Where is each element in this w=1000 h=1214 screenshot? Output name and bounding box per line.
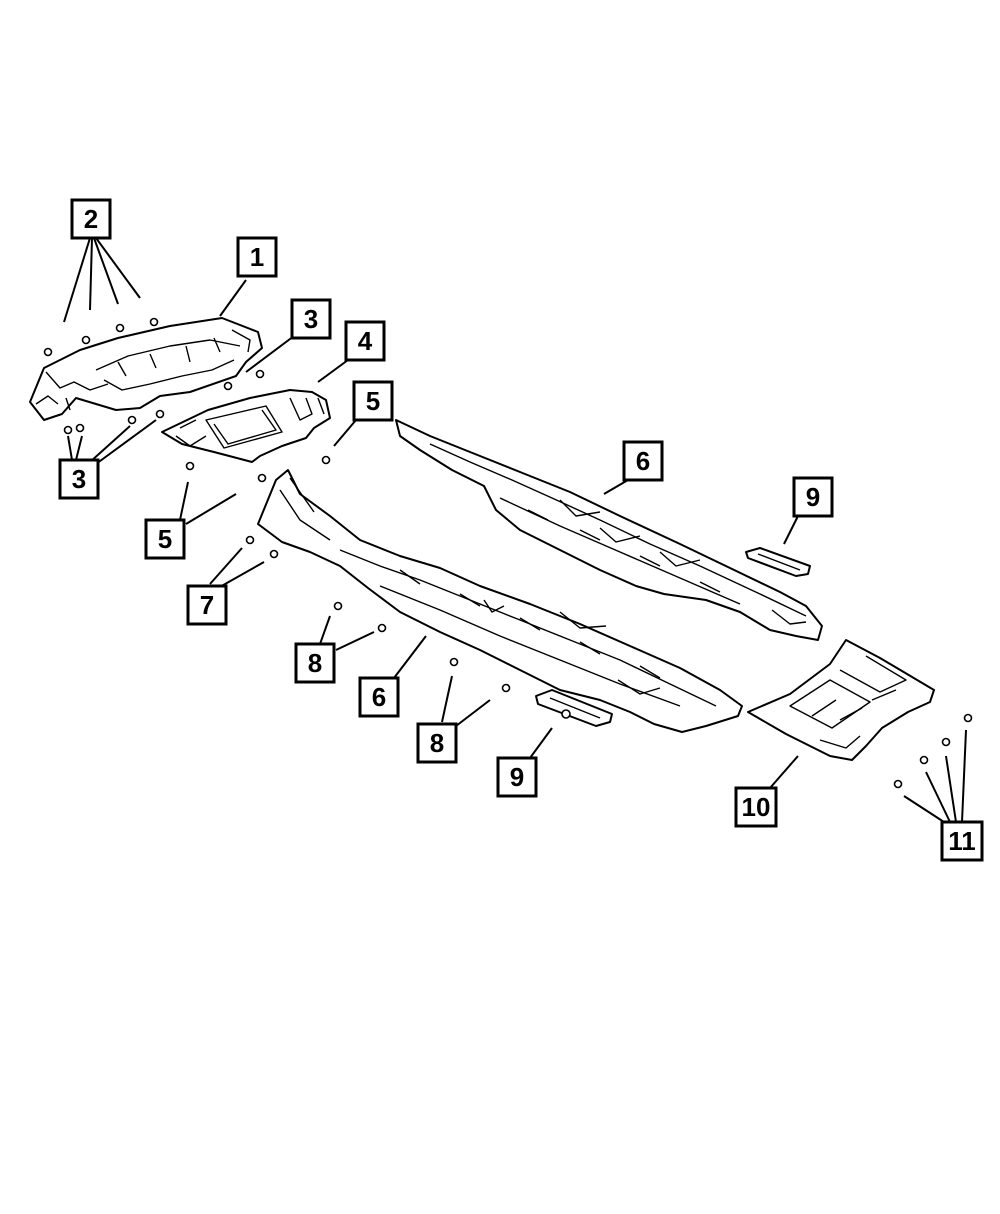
part-1-front-shield <box>29 317 263 421</box>
callout-4: 4 <box>344 320 386 362</box>
part-6-lower-side-shield <box>257 469 743 733</box>
callout-5-lower: 5 <box>144 518 186 560</box>
callout-2-label: 2 <box>84 204 98 234</box>
callout-3-upper-label: 3 <box>304 304 318 334</box>
callout-10-label: 10 <box>742 792 771 822</box>
callout-1: 1 <box>236 236 278 278</box>
part-9-lower-bracket <box>535 689 613 727</box>
part-10-rear-shield <box>747 639 935 761</box>
part-9-upper-bracket <box>745 547 811 577</box>
callout-6-upper-label: 6 <box>636 446 650 476</box>
callout-8-left-label: 8 <box>308 648 322 678</box>
callout-10: 10 <box>734 786 778 828</box>
callout-2: 2 <box>70 198 112 240</box>
part-4-center-shield <box>161 389 331 463</box>
callout-7: 7 <box>186 584 228 626</box>
part-6-upper-side-shield <box>395 419 823 641</box>
callout-8-right: 8 <box>416 722 458 764</box>
callout-9-lower: 9 <box>496 756 538 798</box>
leader-lines <box>63 237 967 823</box>
callout-11-label: 11 <box>948 826 976 856</box>
callout-6-upper: 6 <box>622 440 664 482</box>
callout-11: 11 <box>940 820 984 862</box>
callout-8-left: 8 <box>294 642 336 684</box>
callout-9-upper: 9 <box>792 476 834 518</box>
callout-1-label: 1 <box>250 242 264 272</box>
fasteners <box>43 317 973 789</box>
callout-3-lower: 3 <box>58 458 100 500</box>
callout-5-lower-label: 5 <box>158 524 172 554</box>
callout-4-label: 4 <box>358 326 373 356</box>
callout-9-upper-label: 9 <box>806 482 820 512</box>
callout-3-lower-label: 3 <box>72 464 86 494</box>
callout-8-right-label: 8 <box>430 728 444 758</box>
callout-6-lower: 6 <box>358 676 400 718</box>
callout-6-lower-label: 6 <box>372 682 386 712</box>
callout-7-label: 7 <box>200 590 214 620</box>
callout-5-upper-label: 5 <box>366 386 380 416</box>
callout-5-upper: 5 <box>352 380 394 422</box>
callout-9-lower-label: 9 <box>510 762 524 792</box>
callout-3-upper: 3 <box>290 298 332 340</box>
